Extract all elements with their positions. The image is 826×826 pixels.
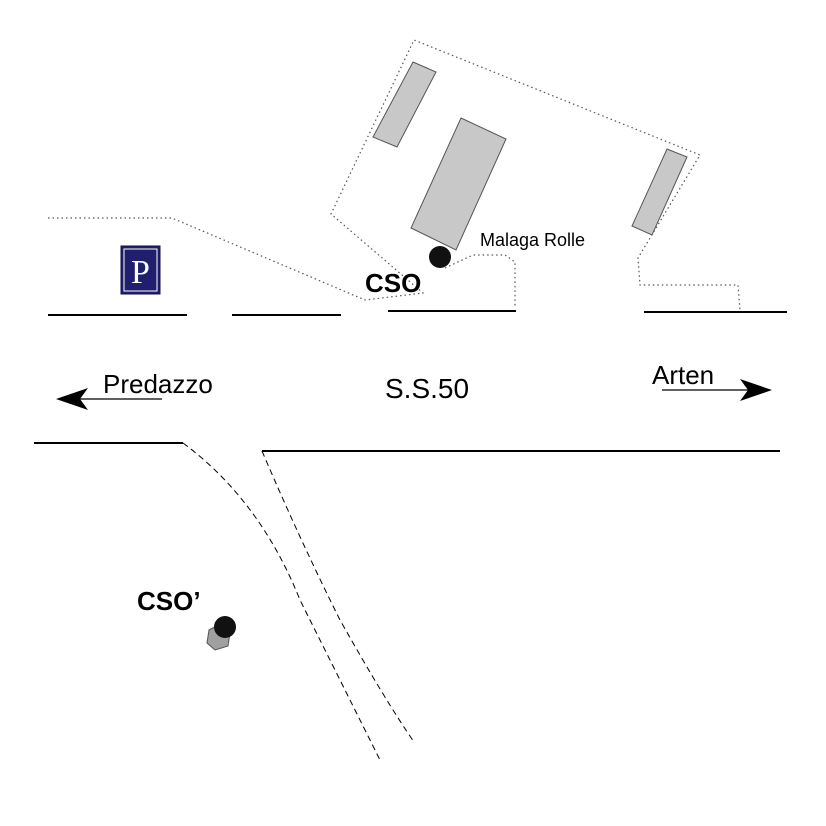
building-small-left	[372, 61, 437, 148]
cso-prime-marker	[206, 616, 236, 651]
arrow-left-icon	[56, 388, 162, 410]
cso-prime-label: CSO’	[137, 586, 201, 616]
building-main	[410, 117, 507, 251]
cso-marker	[429, 246, 451, 268]
parking-sign-icon: P	[120, 245, 161, 295]
parking-letter: P	[131, 254, 150, 291]
arrow-right-icon	[662, 379, 772, 401]
building-small-right	[631, 148, 688, 236]
cso-label: CSO	[365, 268, 421, 298]
road-north-edge	[48, 310, 787, 316]
site-name-label: Malaga Rolle	[480, 230, 585, 250]
road-name-label: S.S.50	[385, 373, 469, 404]
side-road	[182, 442, 415, 761]
road-south-edge	[34, 442, 780, 452]
direction-west-label: Predazzo	[103, 369, 213, 399]
direction-east-label: Arten	[652, 360, 714, 390]
